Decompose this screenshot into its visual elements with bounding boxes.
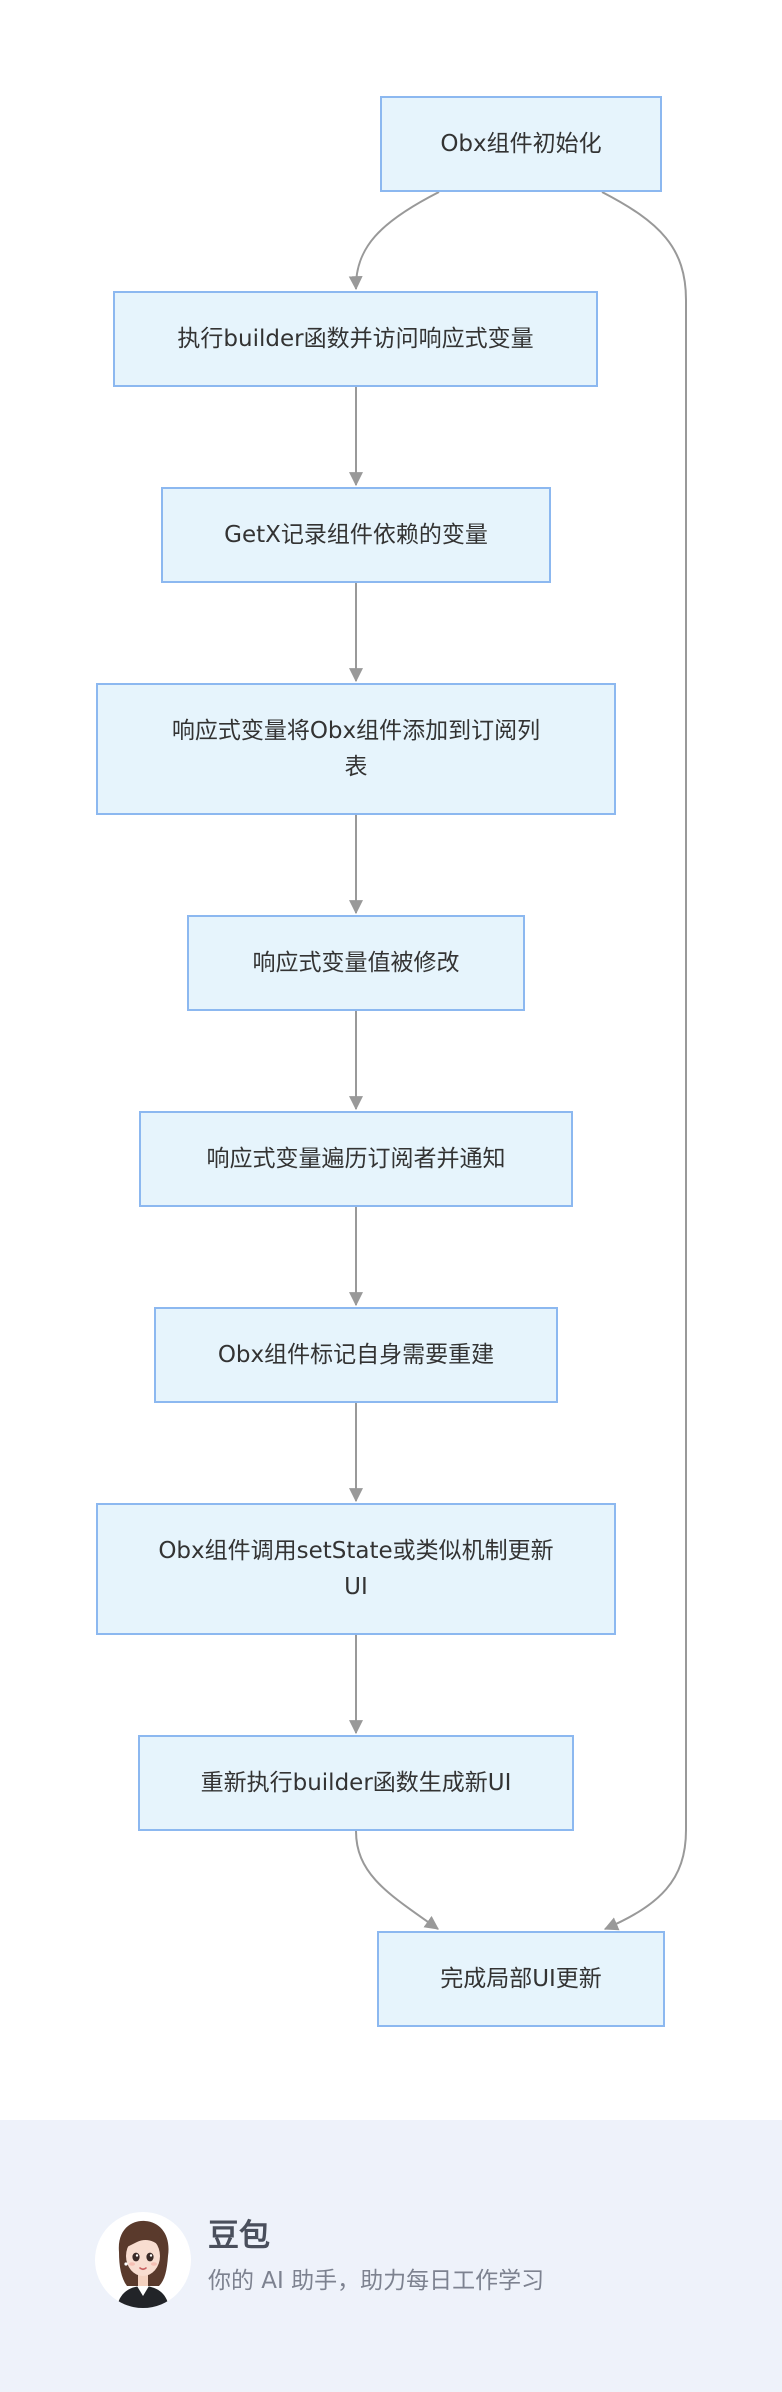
node-rebuild-ui: 重新执行builder函数生成新UI [138, 1735, 574, 1831]
node-label: 响应式变量将Obx组件添加到订阅列 表 [171, 718, 541, 780]
edge-n1-n2 [348, 191, 440, 291]
flowchart: Obx组件初始化 执行builder函数并访问响应式变量 GetX记录组件依赖的… [96, 96, 687, 2027]
node-label: GetX记录组件依赖的变量 [224, 522, 488, 548]
node-label: 重新执行builder函数生成新UI [200, 1770, 512, 1796]
edge-n9-n10 [355, 1830, 439, 1930]
node-label: 执行builder函数并访问响应式变量 [177, 326, 534, 352]
node-label: 完成局部UI更新 [440, 1966, 602, 1992]
node-value-modified: 响应式变量值被修改 [187, 915, 525, 1011]
footer-brand: 豆包 你的 AI 助手，助力每日工作学习 [0, 2120, 782, 2392]
node-update-complete: 完成局部UI更新 [377, 1931, 665, 2027]
node-label: Obx组件初始化 [440, 131, 602, 157]
flowchart-edges [348, 191, 687, 1931]
edge-n1-n10 [601, 191, 687, 1931]
avatar-girl-icon [95, 2212, 191, 2308]
brand-tagline: 你的 AI 助手，助力每日工作学习 [208, 2268, 545, 2294]
node-obx-init: Obx组件初始化 [380, 96, 662, 192]
node-label: Obx组件标记自身需要重建 [217, 1342, 495, 1368]
node-notify-subscribers: 响应式变量遍历订阅者并通知 [139, 1111, 573, 1207]
node-label: Obx组件调用setState或类似机制更新 UI [158, 1538, 554, 1600]
node-label: 响应式变量值被修改 [252, 950, 460, 976]
node-add-subscriber: 响应式变量将Obx组件添加到订阅列 表 [96, 683, 616, 815]
node-label: 响应式变量遍历订阅者并通知 [206, 1146, 506, 1172]
node-mark-rebuild: Obx组件标记自身需要重建 [154, 1307, 558, 1403]
node-setstate: Obx组件调用setState或类似机制更新 UI [96, 1503, 616, 1635]
brand-name: 豆包 [208, 2218, 270, 2254]
node-run-builder: 执行builder函数并访问响应式变量 [113, 291, 598, 387]
node-getx-record: GetX记录组件依赖的变量 [161, 487, 551, 583]
